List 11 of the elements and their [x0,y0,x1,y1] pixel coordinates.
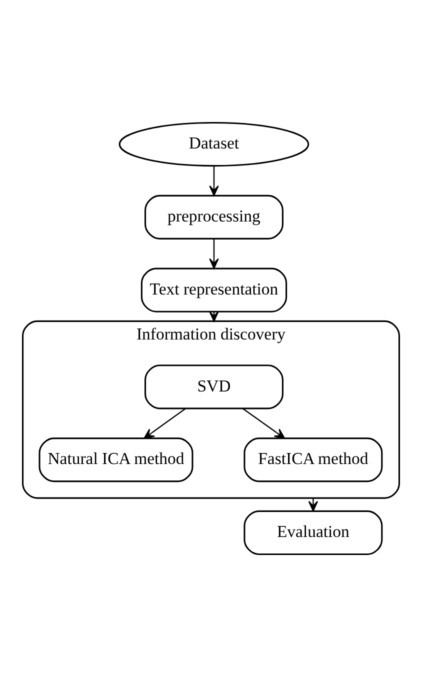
arrow [209,166,219,196]
arrow [144,408,186,439]
arrow [242,408,286,439]
arrow [209,238,219,269]
node-box: preprocessing [144,194,284,240]
node-box: FastICA method [244,438,383,482]
node-box: SVD [144,364,284,410]
node-box: Evaluation [244,510,383,555]
node-box: Natural ICA method [38,438,194,482]
node-ellipse: Dataset [118,122,310,167]
arrow [308,498,318,512]
